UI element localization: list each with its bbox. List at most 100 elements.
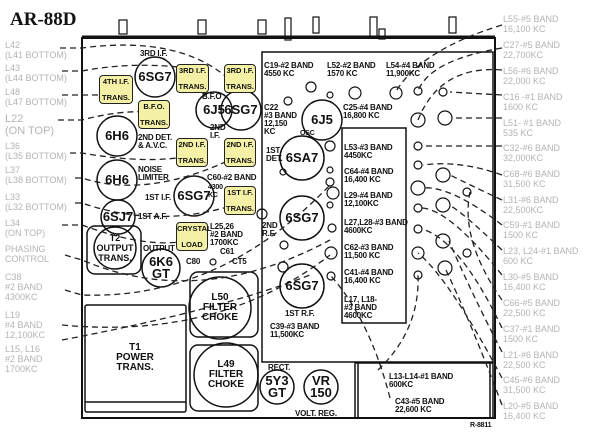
callout-note: (L41 BOTTOM) <box>5 50 67 60</box>
callout-ref: L31-#6 BAND <box>503 195 559 205</box>
tube-2nd-if: 6SG7 <box>224 102 258 117</box>
callout-note: (ON TOP) <box>5 125 55 137</box>
callout-ref: L51- #1 BAND <box>503 118 562 128</box>
tube-rectifier: 5Y3 GT <box>265 373 289 400</box>
tube-2nd-det: 6H6 <box>105 128 129 143</box>
label-ct5: CT5 <box>232 257 247 266</box>
callout-ref: L48 <box>5 87 21 97</box>
label-l27-l28: L27,L28-#3 BAND 4600KC <box>344 218 408 235</box>
callout-freq: 32,000KC <box>503 153 544 163</box>
callout-freq: 22,500 KC <box>503 360 546 370</box>
label-1st-det: 1ST DET. <box>266 146 283 163</box>
label-l29: L29-#4 BAND 12,100KC <box>344 191 393 208</box>
transformer-bfo: B.F.O. TRANS. <box>138 100 170 129</box>
label-2nd-if: 2ND I.F. <box>210 123 226 140</box>
callout-note: (L35 BOTTOM) <box>5 151 67 161</box>
power-transformer-t1: T1 POWER TRANS. <box>116 342 154 373</box>
callout-ref: L34 <box>5 218 21 228</box>
label-c80: C80 <box>186 257 201 266</box>
filter-choke-l50: L50 FILTER CHOKE <box>201 292 239 323</box>
callout-l42: L42(L41 BOTTOM) <box>5 40 67 60</box>
tube-3rd-if: 6SG7 <box>138 69 172 84</box>
callout-ref: L22 <box>5 113 24 125</box>
rf-section-panel <box>261 51 494 363</box>
label-bfo: B.F.O <box>202 92 222 101</box>
callout-freq: 1500 KC <box>503 334 539 344</box>
callout-ref: L56-#6 BAND <box>503 66 559 76</box>
label-2nd-rf: 2ND R.F. <box>262 221 278 238</box>
tube-volt-reg: VR 150 <box>310 373 332 400</box>
callout-l37: L37(L38 BOTTOM) <box>5 165 67 185</box>
tube-1st-det: 6SA7 <box>285 150 319 165</box>
label-c64: C64-#4 BAND 16,400 KC <box>344 167 394 184</box>
transformer-1st-if: 1ST I.F. TRANS. <box>224 186 256 215</box>
callout-freq: 31,500 KC <box>503 179 546 189</box>
callout-l43: L43(L44 BOTTOM) <box>5 63 67 83</box>
callout-ref: C27-#5 BAND <box>503 40 561 50</box>
callout-freq: 16,100 KC <box>503 24 546 34</box>
callout-freq: 1500 KC <box>503 230 539 240</box>
callout-freq: 16,400 KC <box>503 282 546 292</box>
callout-freq: 16,400 KC <box>503 411 546 421</box>
crystal-load: CRYSTAL LOAD <box>176 222 212 251</box>
callout-ref: L55-#5 BAND <box>503 14 559 24</box>
label-c22: C22 #3 BAND 12,150 KC <box>264 103 297 136</box>
callout-l36: L36(L35 BOTTOM) <box>5 141 67 161</box>
label-c61: C61 <box>220 247 235 256</box>
label-1st-if: 1ST I.F. <box>145 193 171 202</box>
callout-note: #2 BAND 4300KC <box>5 282 43 302</box>
label-osc: OSC <box>300 130 315 137</box>
callout-ref: L30-#5 BAND <box>503 272 559 282</box>
callout-l34: L34(ON TOP) <box>5 218 45 238</box>
antenna-terminals <box>118 16 457 41</box>
label-3rd-if: 3RD I.F. <box>140 49 168 58</box>
callout-ref: C68-#6 BAND <box>503 169 561 179</box>
callout-ref: L43 <box>5 63 21 73</box>
callout-note: (L47 BOTTOM) <box>5 97 67 107</box>
label-l54: L54-#4 BAND 11,900KC <box>386 61 435 78</box>
callout-ref: C38 <box>5 272 22 282</box>
callout-ref: C45-#6 BAND <box>503 375 561 385</box>
label-l52: L52-#2 BAND 1570 KC <box>327 61 376 78</box>
label-rect: RECT. <box>268 363 291 372</box>
label-volt-reg: VOLT. REG. <box>295 409 337 418</box>
callout-ref: L23, L24-#1 BAND <box>503 246 579 256</box>
callout-ref: L15, L16 <box>5 344 41 354</box>
tube-bfo: 6J5 <box>203 102 225 117</box>
filter-choke-l49: L49 FILTER CHOKE <box>207 359 245 390</box>
tube-output: 6K6 GT <box>149 254 173 281</box>
tube-1st-rf: 6SG7 <box>285 278 319 293</box>
label-l53: L53-#3 BAND 4450KC <box>344 143 393 160</box>
callout-note: #2 BAND 1700KC <box>5 354 43 374</box>
callout-ref: C66-#5 BAND <box>503 298 561 308</box>
callout-freq: 535 KC <box>503 128 534 138</box>
label-l13-l14: L13-L14-#1 BAND 600KC <box>389 372 454 389</box>
label-c39: C39-#3 BAND 11,500KC <box>270 322 320 339</box>
label-2nd-det-avc: 2ND DET. & A.V.C. <box>138 133 172 150</box>
transformer-3rd-if-a: 3RD I.F. TRANS. <box>176 64 209 93</box>
callout-note: CONTROL <box>5 254 50 264</box>
callout-freq: 22,500 KC <box>503 308 546 318</box>
callout-ref: C16 -#1 BAND <box>503 92 563 102</box>
diagram-title: AR-88D <box>10 9 77 30</box>
callout-ref: L20-#5 BAND <box>503 401 559 411</box>
callout-ref: C59-#1 BAND <box>503 220 561 230</box>
label-noise-limiter: NOISE LIMITER <box>138 165 169 182</box>
coil-box <box>341 127 407 324</box>
label-l25-26: L25,26 #2 BAND 1700KC <box>210 222 243 247</box>
tube-1st-if: 6SG7 <box>177 188 211 203</box>
transformer-2nd-if-b: 2ND I.F. TRANS. <box>224 138 256 167</box>
